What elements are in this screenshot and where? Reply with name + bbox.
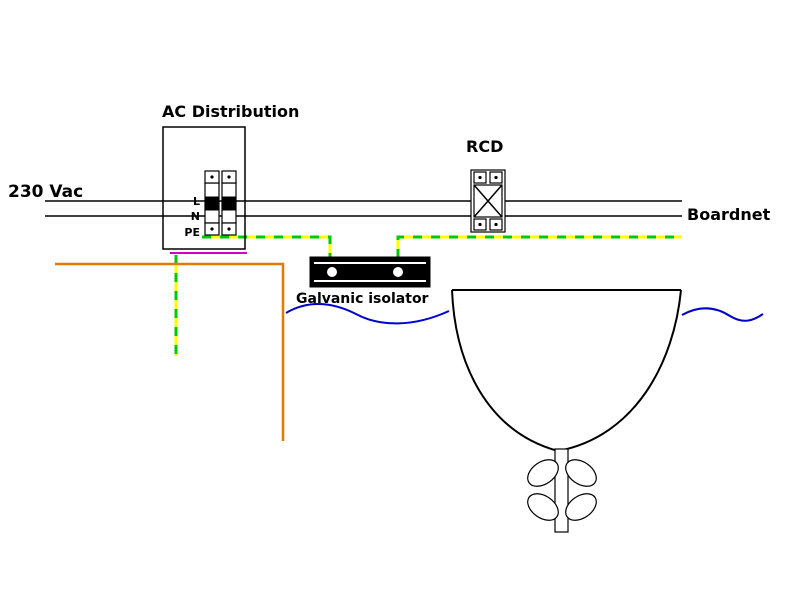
pe-wire-right-green [396, 235, 682, 258]
label-rcd: RCD [466, 137, 503, 156]
water-lines [285, 303, 764, 325]
label-galvanic-isolator: Galvanic isolator [296, 291, 429, 307]
hull-outline [451, 289, 682, 453]
propeller [527, 448, 597, 533]
label-neutral: N [191, 210, 200, 223]
label-line: L [193, 195, 200, 208]
pe-wire-right-yellow [396, 235, 682, 258]
label-supply-voltage: 230 Vac [8, 182, 83, 202]
propeller-shaft [554, 448, 569, 533]
ac-distribution-enclosure [162, 126, 246, 250]
pe-wire-left-green [202, 235, 332, 258]
ac-distribution-box: L N PE [162, 126, 246, 250]
circuit-breaker-symbol [204, 170, 237, 236]
water-right-wave [681, 307, 764, 322]
bus-lines [45, 200, 682, 217]
label-protective-earth: PE [184, 226, 200, 239]
pe-wire-left-yellow [202, 235, 332, 258]
galvanic-isolator-symbol [309, 256, 431, 288]
protective-earth-wire [174, 235, 682, 356]
boat-hull [451, 289, 682, 533]
label-boardnet: Boardnet [687, 205, 771, 224]
shore-quay-line [55, 262, 285, 441]
water-left-wave [285, 303, 450, 325]
diagram-labels: 230 Vac AC Distribution RCD Boardnet Gal… [8, 102, 771, 307]
rcd-symbol [470, 169, 506, 233]
label-ac-distribution: AC Distribution [162, 102, 299, 121]
